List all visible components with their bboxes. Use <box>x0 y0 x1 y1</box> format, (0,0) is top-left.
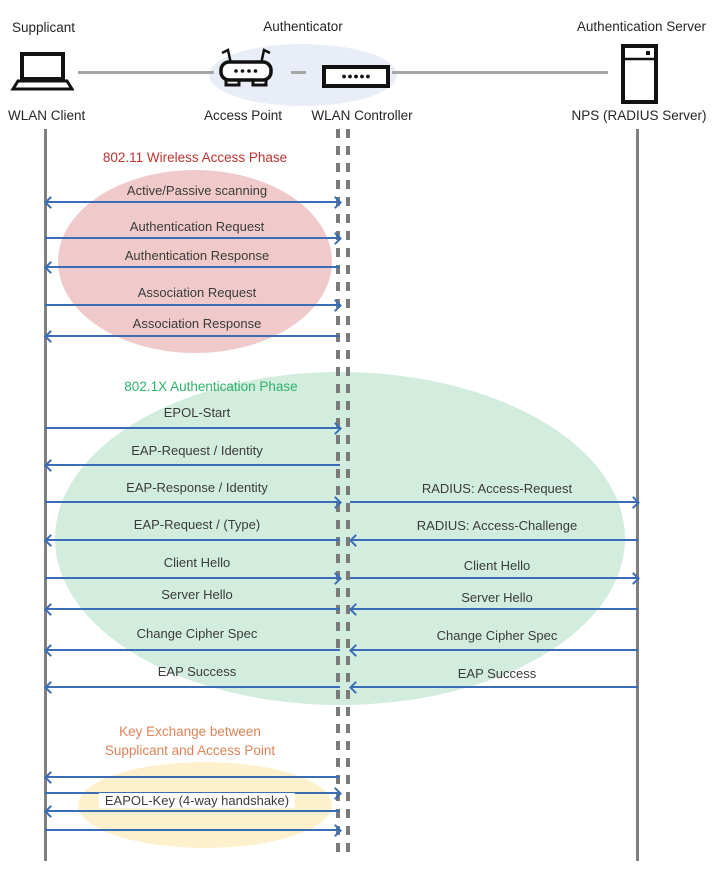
message-label: Change Cipher Spec <box>436 628 558 643</box>
lifeline-server <box>636 129 639 861</box>
message-label: EAPOL-Key (4-way handshake) <box>98 793 296 808</box>
role-label-supplicant: Supplicant <box>12 20 76 35</box>
device-label-wlan-controller: WLAN Controller <box>311 108 413 123</box>
message-line <box>45 809 340 813</box>
phase-title-wireless: 802.11 Wireless Access Phase <box>102 150 288 165</box>
device-label-access-point: Access Point <box>203 108 283 123</box>
message-label: Association Response <box>132 316 262 331</box>
message-label: Server Hello <box>161 587 233 602</box>
message-label: EAP-Request / Identity <box>131 443 263 458</box>
message-label: Association Request <box>137 285 257 300</box>
wlan-controller-icon <box>322 65 390 89</box>
message-line <box>45 200 340 204</box>
message-line <box>350 538 638 542</box>
message-line <box>350 500 638 504</box>
message-label: RADIUS: Access-Challenge <box>416 518 578 533</box>
message-line <box>350 607 638 611</box>
message-label: Change Cipher Spec <box>136 626 258 641</box>
role-label-authenticator: Authenticator <box>263 19 343 34</box>
message-line <box>45 303 340 307</box>
message-label: EAP-Request / (Type) <box>133 517 261 532</box>
message-line <box>45 775 340 779</box>
message-line <box>45 236 340 240</box>
connector-ap-controller <box>291 71 306 74</box>
message-label: Active/Passive scanning <box>126 183 268 198</box>
access-point-icon <box>217 46 277 90</box>
message-label: EAP-Response / Identity <box>126 480 268 495</box>
message-label: Client Hello <box>163 555 231 570</box>
message-line <box>350 576 638 580</box>
message-label: RADIUS: Access-Request <box>421 481 573 496</box>
connector-controller-server <box>392 71 608 74</box>
message-line <box>350 685 638 689</box>
message-label: EPOL-Start <box>163 405 231 420</box>
lifeline-authenticator-right <box>346 129 350 856</box>
phase-title-key-exchange: Key Exchange between Supplicant and Acce… <box>104 724 276 758</box>
device-label-wlan-client: WLAN Client <box>8 108 86 123</box>
message-line <box>45 607 340 611</box>
message-label: EAP Success <box>457 666 537 681</box>
phase-ellipse-wireless <box>58 170 332 353</box>
message-line <box>45 500 340 504</box>
message-line <box>45 828 340 832</box>
message-label: Server Hello <box>461 590 533 605</box>
message-line <box>350 648 638 652</box>
message-line <box>45 685 340 689</box>
phase-title-dot1x: 802.1X Authentication Phase <box>124 379 298 394</box>
message-line <box>45 265 340 269</box>
laptop-icon <box>10 52 74 92</box>
server-icon <box>620 43 660 105</box>
message-label: EAP Success <box>157 664 237 679</box>
role-label-authentication-server: Authentication Server <box>576 19 706 34</box>
message-line <box>45 648 340 652</box>
message-line <box>45 334 340 338</box>
connector-client-ap <box>78 71 214 74</box>
message-line <box>45 426 340 430</box>
message-line <box>45 463 340 467</box>
message-line <box>45 576 340 580</box>
message-line <box>45 538 340 542</box>
message-label: Authentication Request <box>129 219 265 234</box>
message-label: Client Hello <box>463 558 531 573</box>
message-label: Authentication Response <box>124 248 270 263</box>
lifeline-supplicant <box>44 129 47 861</box>
device-label-nps-radius-server: NPS (RADIUS Server) <box>571 108 707 123</box>
lifeline-authenticator-left <box>336 129 340 856</box>
